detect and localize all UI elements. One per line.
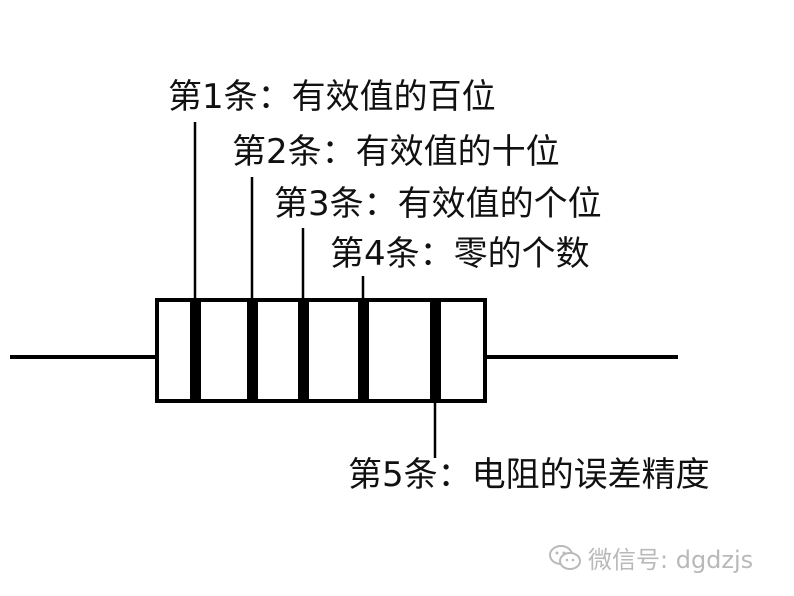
band-2-label: 第2条：有效值的十位 xyxy=(232,132,560,172)
band-4-label: 第4条：零的个数 xyxy=(330,234,590,274)
band-4 xyxy=(358,300,369,401)
band-3 xyxy=(298,300,309,401)
band-1 xyxy=(190,300,201,401)
band-2 xyxy=(247,300,258,401)
band-3-label: 第3条：有效值的个位 xyxy=(274,184,602,224)
band-5 xyxy=(430,300,441,401)
band-1-label: 第1条：有效值的百位 xyxy=(168,77,496,117)
watermark: 微信号: dgdzjs xyxy=(548,540,753,575)
watermark-text: 微信号: dgdzjs xyxy=(588,546,754,574)
wechat-icon xyxy=(549,544,581,570)
band-5-label: 第5条：电阻的误差精度 xyxy=(348,455,710,495)
